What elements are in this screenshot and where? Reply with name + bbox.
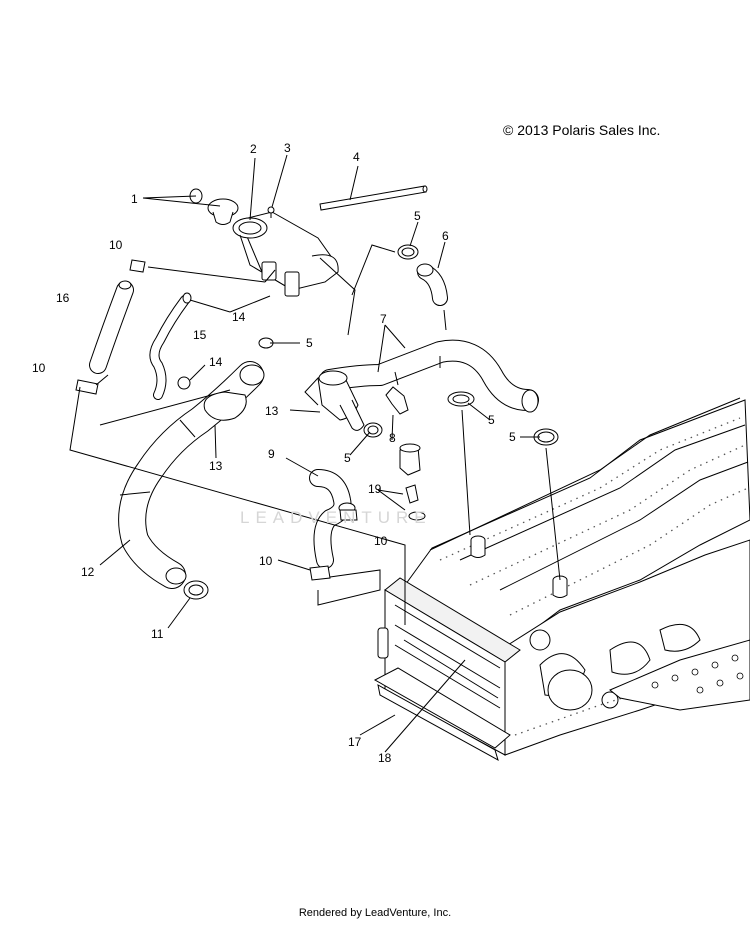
callout-15: 15 [193,328,207,342]
temp-sensor [405,484,426,521]
hose-6 [416,263,448,306]
callout-1: 1 [131,192,138,206]
callout-9: 9 [268,447,275,461]
callout-5: 5 [306,336,313,350]
callout-5: 5 [488,413,495,427]
callout-10: 10 [259,554,273,568]
callout-10: 10 [374,534,388,548]
outlet-fitting [399,443,421,476]
callout-5: 5 [344,451,351,465]
callout-5: 5 [509,430,516,444]
callout-4: 4 [353,150,360,164]
callout-16: 16 [56,291,70,305]
callout-18: 18 [378,751,392,765]
callout-2: 2 [250,142,257,156]
leader-lines [69,154,561,753]
callout-7: 7 [380,312,387,326]
thermostat-housing [232,211,339,297]
callout-13: 13 [209,459,223,473]
callout-17: 17 [348,735,362,749]
filler-cap [189,188,239,225]
clamp-11 [183,580,209,600]
chassis-tunnel [384,397,750,756]
callout-19: 19 [368,482,382,496]
clamps [258,244,559,446]
callout-10: 10 [32,361,46,375]
hose-7 [319,339,539,413]
rod [319,185,428,211]
callout-8: 8 [389,431,396,445]
callout-14: 14 [209,355,223,369]
watermark: LEADVENTURE [240,508,432,527]
gasket [99,389,247,426]
callout-11: 11 [151,627,164,641]
footer-text: Rendered by LeadVenture, Inc. [298,907,452,919]
copyright-text: © 2013 Polaris Sales Inc. [503,122,661,138]
callout-labels: 1 2 3 4 5 5 5 5 5 6 7 8 9 10 10 10 10 11… [32,141,516,765]
plugs [177,292,192,390]
small-clamps [75,259,358,581]
callout-5: 5 [414,209,421,223]
callout-12: 12 [81,565,95,579]
hose-16 [89,280,134,374]
callout-10: 10 [109,238,123,252]
hose-15 [149,295,190,400]
callout-6: 6 [442,229,449,243]
heat-exchanger-bottom [373,627,511,762]
y-fitting [304,370,365,431]
screw [267,206,275,218]
callout-3: 3 [284,141,291,155]
callout-14: 14 [232,310,246,324]
callout-13: 13 [265,404,279,418]
